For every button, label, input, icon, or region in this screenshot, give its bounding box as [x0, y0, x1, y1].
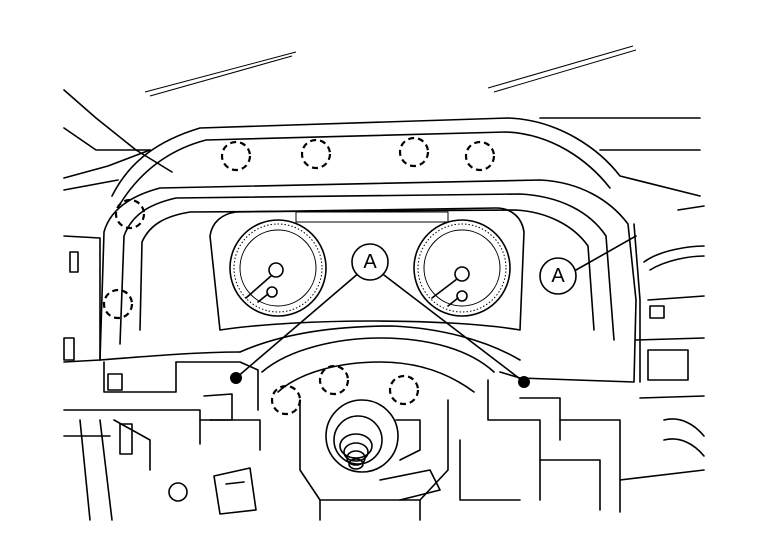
- clip-marker: [318, 364, 350, 396]
- callout-label: A: [363, 251, 377, 273]
- cluster-lid: [99, 179, 637, 383]
- lower-instrument-panel: [63, 325, 621, 521]
- screw-points: [230, 372, 530, 388]
- left-pillar-trim: [63, 89, 173, 363]
- windshield-lines: [144, 45, 637, 97]
- clip-markers: [102, 136, 496, 416]
- clip-marker: [300, 138, 332, 170]
- callout-a-right: A: [539, 257, 577, 295]
- speedometer-gauge: [229, 219, 327, 317]
- right-side-trim: [619, 205, 705, 481]
- callout-label: A: [551, 265, 565, 287]
- clip-marker: [464, 140, 496, 172]
- clip-marker: [270, 384, 302, 416]
- clip-marker: [114, 198, 146, 230]
- clip-marker: [102, 288, 134, 320]
- clip-marker: [220, 140, 252, 172]
- callout-a-center: A: [351, 243, 389, 281]
- clip-marker: [398, 136, 430, 168]
- tachometer-gauge: [413, 219, 511, 317]
- dashboard-top: [111, 117, 701, 205]
- combination-meter: [209, 207, 525, 331]
- clip-marker: [388, 374, 420, 406]
- spiral-cable: [325, 399, 399, 473]
- leader-lines: [235, 235, 637, 383]
